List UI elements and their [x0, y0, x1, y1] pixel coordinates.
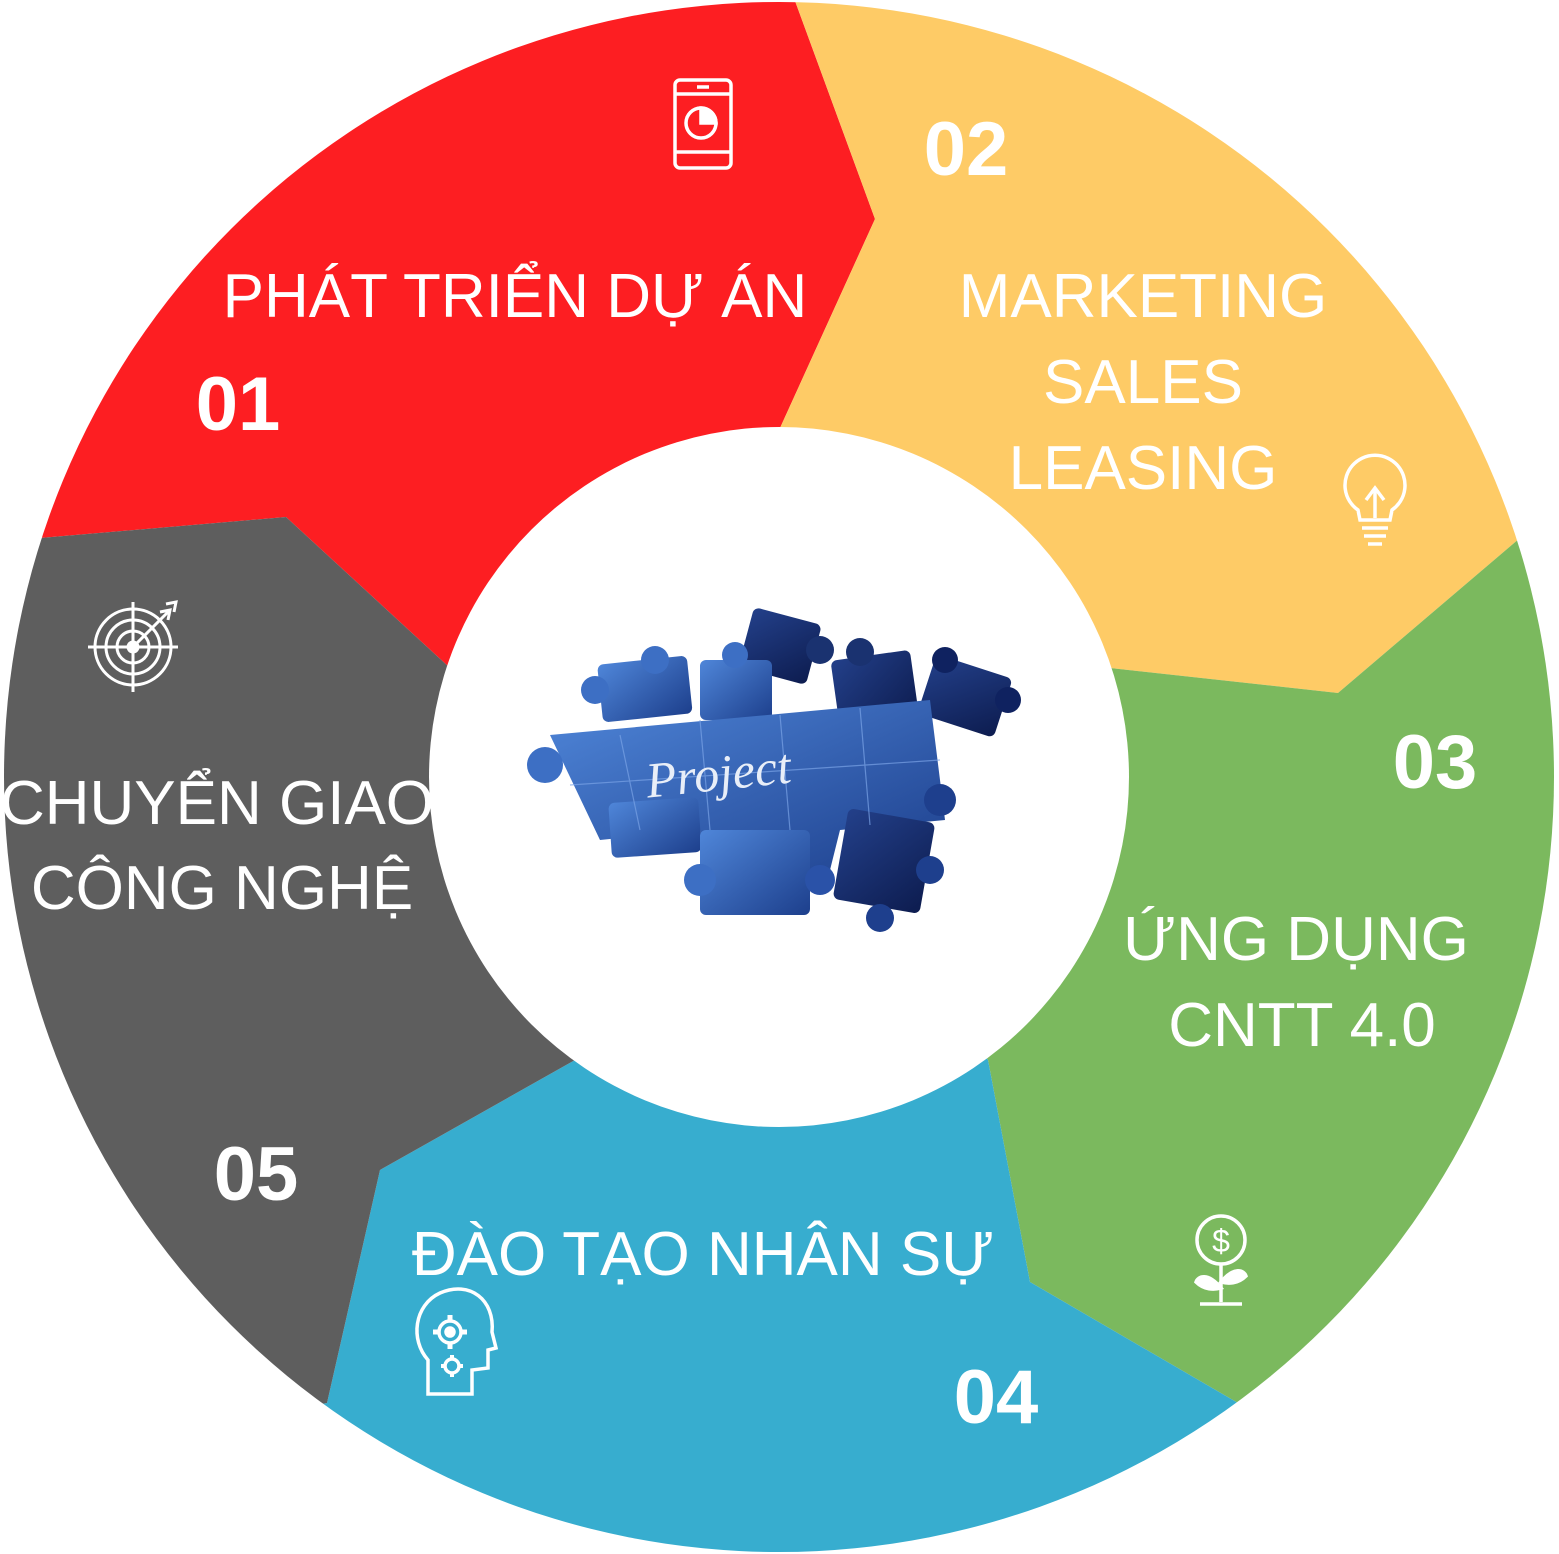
target-icon: [88, 600, 178, 692]
tablet-chart-icon: [673, 78, 733, 170]
segment-03-number: 03: [1393, 720, 1478, 805]
head-gears-icon: [415, 1287, 499, 1396]
segment-02-label-line3: LEASING: [1009, 434, 1278, 503]
segment-04: [4, 777, 1554, 1552]
segment-05-label-line1: CHUYỂN GIAO: [0, 769, 434, 838]
segment-01-label: PHÁT TRIỂN DỰ ÁN: [223, 262, 808, 331]
segment-04-label: ĐÀO TẠO NHÂN SỰ: [412, 1220, 994, 1289]
light-bulb-icon: [1343, 453, 1407, 546]
segment-02-label-line2: SALES: [1043, 348, 1243, 417]
puzzle-illustration: Project: [527, 608, 1021, 932]
segment-03-label-line1: ỨNG DỤNG: [1123, 905, 1469, 974]
segment-05-number: 05: [214, 1132, 299, 1217]
segment-05-label-line2: CÔNG NGHỆ: [31, 854, 413, 923]
segment-03-label-line2: CNTT 4.0: [1168, 991, 1436, 1060]
segment-02-label-line1: MARKETING: [959, 262, 1328, 331]
segment-01-number: 01: [196, 362, 281, 447]
svg-text:$: $: [1212, 1223, 1230, 1259]
segment-02-number: 02: [924, 107, 1009, 192]
segment-04-number: 04: [954, 1355, 1039, 1440]
money-plant-icon: $: [1193, 1214, 1249, 1306]
